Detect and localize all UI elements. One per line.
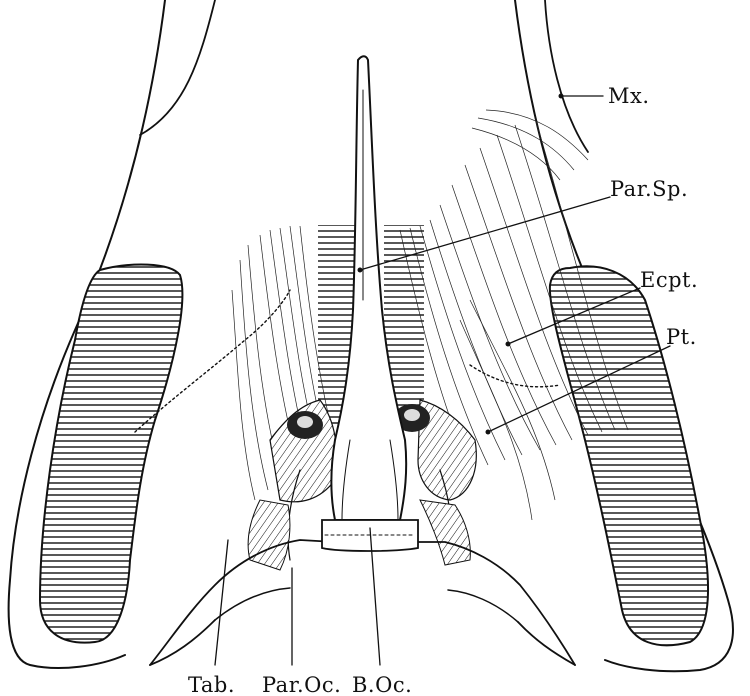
label-par-oc: Par.Oc. <box>262 673 341 696</box>
occipital-region <box>150 540 575 665</box>
label-pt: Pt. <box>666 325 697 349</box>
right-palatal-fenestra <box>550 266 708 645</box>
label-ecpt: Ecpt. <box>640 268 698 292</box>
label-tab: Tab. <box>188 673 235 696</box>
left-palatal-fenestra <box>40 265 182 643</box>
label-mx: Mx. <box>608 84 650 108</box>
label-b-oc: B.Oc. <box>352 673 412 696</box>
label-par-sp: Par.Sp. <box>610 177 688 201</box>
